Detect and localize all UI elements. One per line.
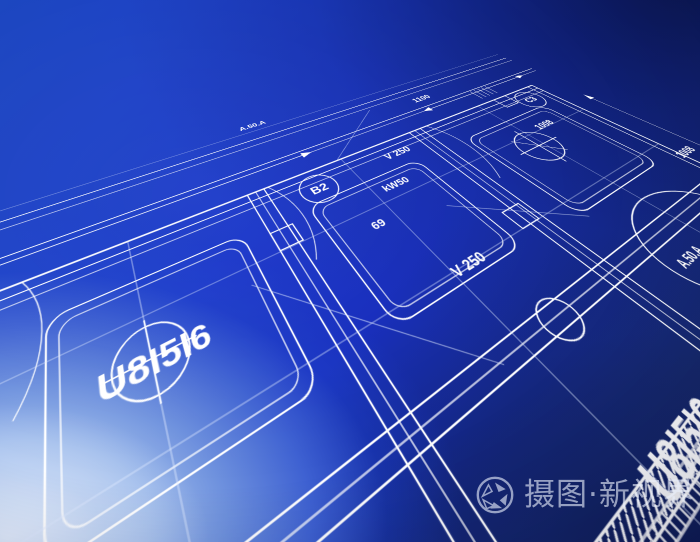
blueprint-image: A1 B2 C3 D4 E5 [0, 0, 700, 542]
background-glow-core [0, 0, 700, 542]
